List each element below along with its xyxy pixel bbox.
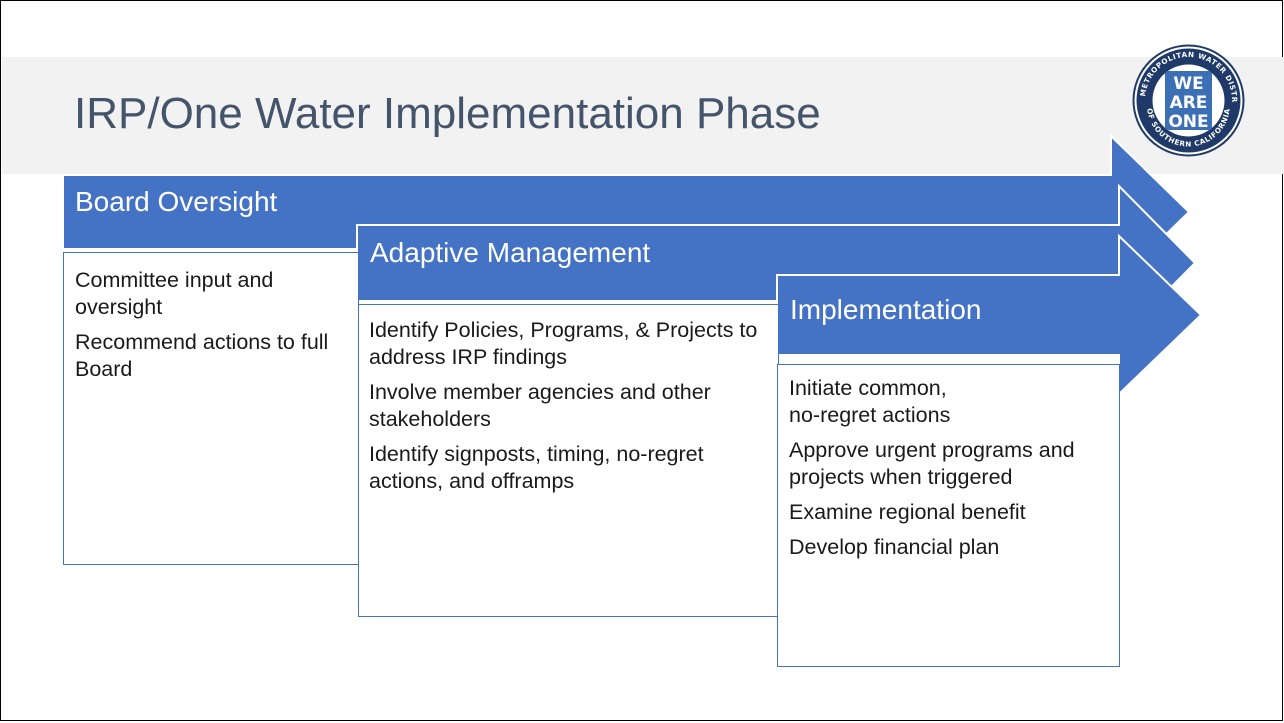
list-item: Involve member agencies and other stakeh… — [369, 380, 711, 431]
adaptive-management-label: Adaptive Management — [370, 237, 651, 268]
list-item: Committee input and oversight — [75, 268, 274, 319]
implementation-arrow — [776, 233, 1203, 397]
list-item: Recommend actions to full Board — [75, 330, 329, 381]
logo-line-1: WE — [1173, 74, 1203, 94]
list-item: Identify Policies, Programs, & Projects … — [369, 318, 758, 369]
list-item: Approve urgent programs and projects whe… — [789, 438, 1075, 489]
list-item: Examine regional benefit — [789, 500, 1026, 524]
list-item: Develop financial plan — [789, 535, 1000, 559]
implementation-label: Implementation — [790, 294, 982, 325]
board-oversight-box: Committee input and oversight Recommend … — [63, 252, 359, 565]
list-item: Identify signposts, timing, no-regret ac… — [369, 442, 704, 493]
board-oversight-label: Board Oversight — [75, 186, 278, 217]
title-band — [2, 57, 1284, 174]
implementation-box: Initiate common, no-regret actions Appro… — [777, 364, 1120, 667]
logo-line-2: ARE — [1170, 93, 1208, 113]
logo-line-3: ONE — [1168, 112, 1208, 132]
adaptive-management-box: Identify Policies, Programs, & Projects … — [358, 304, 779, 617]
list-item: Initiate common, no-regret actions — [789, 376, 951, 427]
metropolitan-water-district-logo: THE METROPOLITAN WATER DISTRICT OF SOUTH… — [1131, 43, 1245, 157]
slide-title: IRP/One Water Implementation Phase — [74, 89, 821, 138]
